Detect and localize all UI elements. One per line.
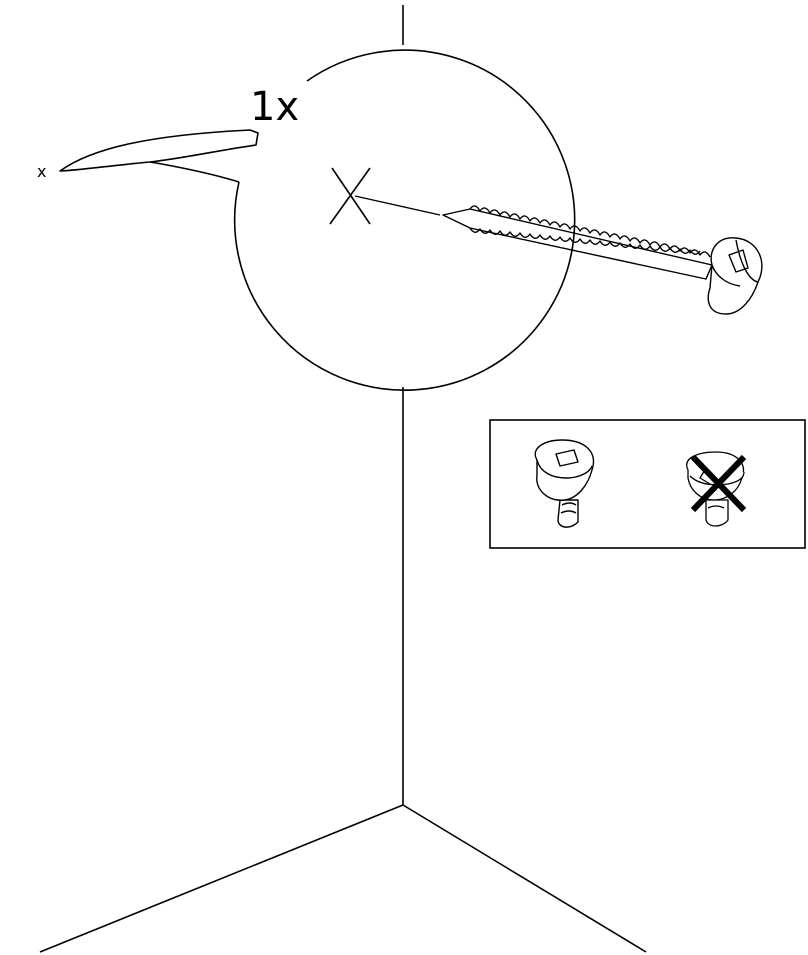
alignment-line (354, 195, 441, 216)
detail-circle (233, 49, 576, 391)
wall-corner (39, 5, 647, 953)
quantity-label: 1x (250, 84, 299, 130)
wood-screw-icon (442, 205, 763, 315)
drill-position-mark (329, 167, 371, 225)
slotted-screw-head-icon (534, 439, 595, 528)
cross-mark-icon (690, 454, 747, 513)
floor-line-left (39, 804, 404, 953)
callout-leader-lower (149, 161, 240, 183)
screw-type-inset (489, 419, 806, 549)
callout-leader (59, 129, 259, 172)
floor-line-right (402, 804, 647, 953)
leader-mark: x (37, 162, 46, 181)
